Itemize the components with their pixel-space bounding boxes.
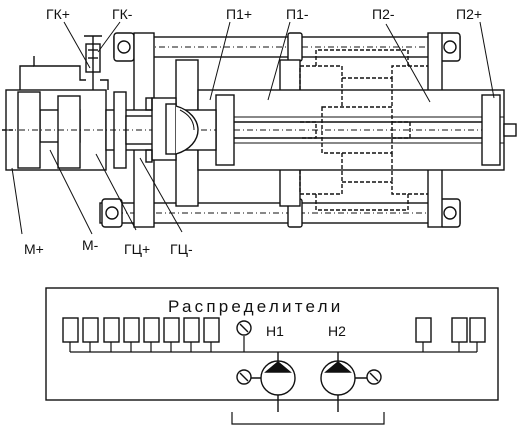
label-p1-minus: П1- <box>286 6 309 22</box>
label-m-minus: М- <box>82 237 99 253</box>
label-gc-plus: ГЦ+ <box>124 241 150 257</box>
label-p1-plus: П1+ <box>226 6 252 22</box>
tie-rod-nuts <box>101 32 461 228</box>
label-pump-n1: Н1 <box>266 323 284 339</box>
label-gc-minus: ГЦ- <box>170 241 193 257</box>
leader-lines <box>11 21 495 235</box>
control-valve <box>19 35 109 90</box>
tie-rods <box>99 36 461 224</box>
spherical-joint <box>145 97 199 163</box>
label-pump-n2: Н2 <box>328 323 346 339</box>
label-m-plus: М+ <box>24 241 44 257</box>
pressure-gauges <box>236 320 382 385</box>
text-labels: ГК+ ГК- П1+ П1- П2- П2+ М+ М- ГЦ+ ГЦ- Ра… <box>24 6 482 339</box>
label-gk-minus: ГК- <box>112 6 133 22</box>
tank-bracket <box>231 412 385 425</box>
manifold-lines <box>69 336 478 353</box>
label-gk-plus: ГК+ <box>46 6 70 22</box>
panel-title: Распределители <box>168 297 343 316</box>
label-p2-plus: П2+ <box>456 6 482 22</box>
pump-n1 <box>243 352 296 412</box>
label-p2-minus: П2- <box>372 6 395 22</box>
